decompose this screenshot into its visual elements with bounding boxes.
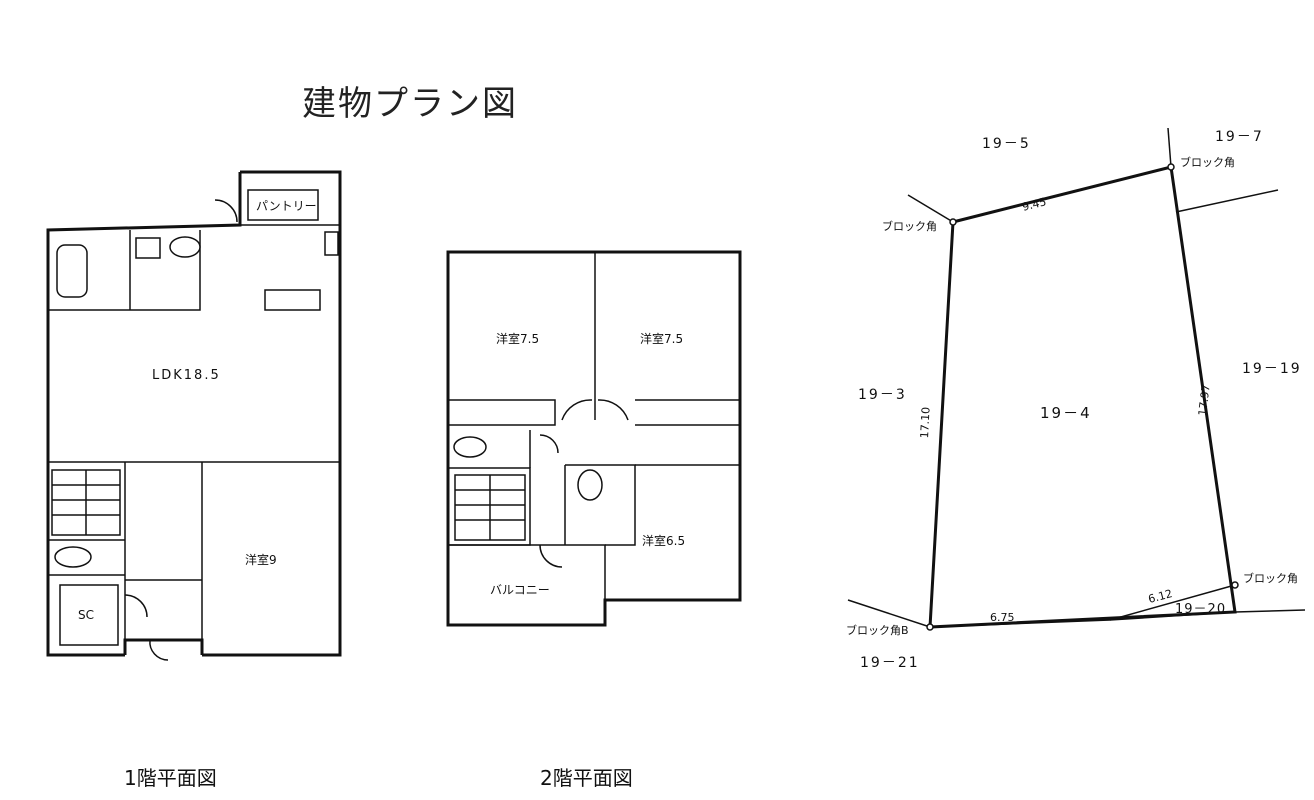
room-label-western-7-5-b: 洋室7.5 xyxy=(640,332,684,346)
sink-icon-2 xyxy=(577,469,603,501)
floor2-caption: 2階平面図 xyxy=(540,766,633,790)
floor1-stairs xyxy=(51,469,121,536)
corner-marker-icon-4 xyxy=(926,623,934,631)
sink-icon xyxy=(135,237,161,259)
corner-label-ne: ブロック角 xyxy=(1180,156,1235,169)
lot-label-southeast: 19－20 xyxy=(1175,602,1227,617)
lot-label-east: 19－19 xyxy=(1242,361,1302,377)
lot-label-north: 19－5 xyxy=(982,136,1031,152)
lot-label-northeast: 19－7 xyxy=(1215,129,1264,145)
dimension-bottom: 6.75 xyxy=(990,611,1015,624)
door-swing-icon-5 xyxy=(539,544,563,568)
toilet-icon-2 xyxy=(54,546,92,568)
floor1-walls xyxy=(46,170,342,657)
toilet-icon-3 xyxy=(453,436,487,458)
dimension-left: 17.10 xyxy=(918,406,933,439)
door-swing-icon-4 xyxy=(597,399,629,421)
fridge-icon xyxy=(324,231,339,256)
room-label-sc: SC xyxy=(78,608,94,622)
room-label-pantry: パントリー xyxy=(256,199,317,213)
corner-label-se: ブロック角 xyxy=(1243,572,1298,585)
lot-label-main: 19－4 xyxy=(1040,404,1092,422)
bathtub-icon xyxy=(56,244,88,298)
room-label-western-7-5-a: 洋室7.5 xyxy=(496,332,540,346)
room-label-balcony: バルコニー xyxy=(490,583,550,597)
corner-label-nw: ブロック角 xyxy=(882,220,937,233)
door-swing-icon-6 xyxy=(539,434,559,454)
entry-door-icon xyxy=(149,639,169,661)
floor2-fixtures xyxy=(453,399,629,568)
corner-marker-icon-3 xyxy=(1231,581,1239,589)
floor1-caption: 1階平面図 xyxy=(124,766,217,790)
corner-marker-icon xyxy=(949,218,957,226)
sheet-title: 建物プラン図 xyxy=(302,84,518,124)
door-swing-icon xyxy=(214,199,238,223)
sc-box xyxy=(59,584,119,646)
door-swing-icon-2 xyxy=(124,594,148,618)
floor2-walls xyxy=(446,250,742,627)
corner-marker-icon-2 xyxy=(1167,163,1175,171)
pantry-box xyxy=(247,189,319,221)
room-label-western-6-5: 洋室6.5 xyxy=(642,534,686,548)
room-label-ldk: LDK18.5 xyxy=(152,368,221,383)
lot-label-west: 19－3 xyxy=(858,387,907,403)
room-label-western-9: 洋室9 xyxy=(245,553,277,567)
door-swing-icon-3 xyxy=(561,399,593,421)
site-boundary xyxy=(847,127,1306,631)
floor1-fixtures xyxy=(54,199,339,661)
corner-label-sw: ブロック角B xyxy=(846,624,909,637)
floor2-stairs xyxy=(454,474,526,541)
toilet-icon xyxy=(169,236,201,258)
lot-label-south: 19－21 xyxy=(860,655,920,671)
